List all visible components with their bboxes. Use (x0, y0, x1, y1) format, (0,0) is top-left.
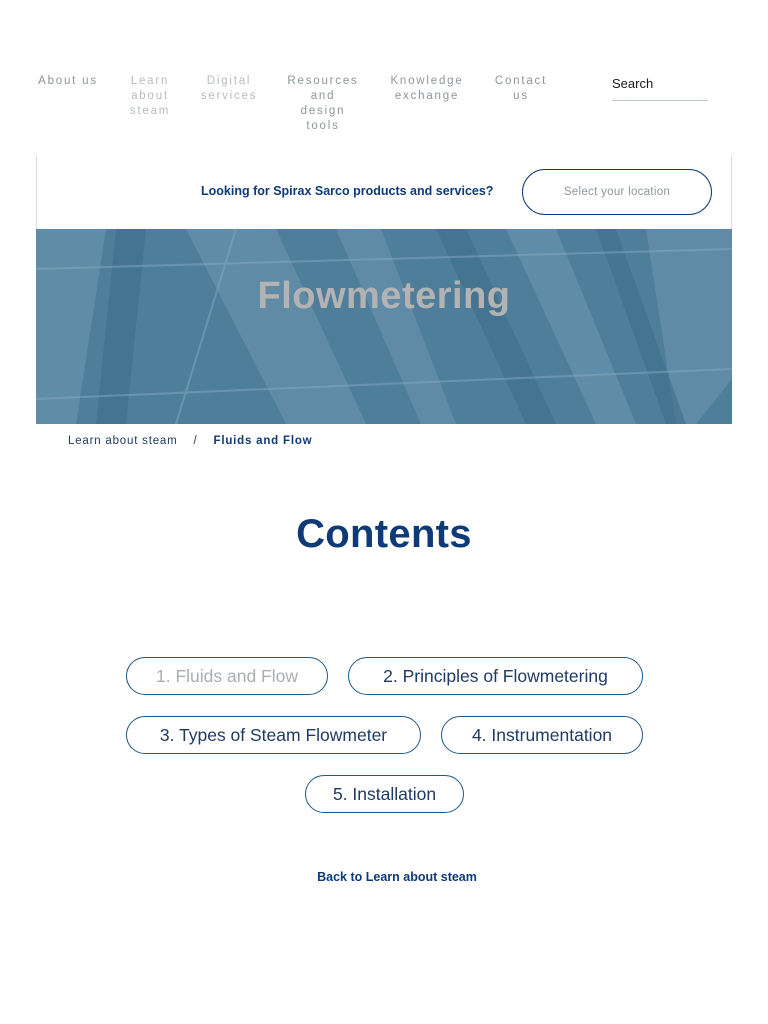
breadcrumb-separator: / (193, 435, 198, 447)
search-input[interactable] (612, 72, 708, 94)
hero-banner: Flowmetering (36, 229, 732, 424)
nav-item-contact-us[interactable]: Contact us (494, 75, 548, 102)
select-location-button[interactable]: Select your location (522, 169, 712, 215)
location-bar: Looking for Spirax Sarco products and se… (36, 155, 732, 229)
chapter-link-principles-of-flowmetering[interactable]: 2. Principles of Flowmetering (348, 657, 643, 695)
search-box (612, 72, 708, 101)
chapter-link-instrumentation[interactable]: 4. Instrumentation (441, 716, 643, 754)
nav-item-learn-about-steam[interactable]: Learn about steam (129, 75, 171, 117)
nav-item-resources[interactable]: Resources and design tools (287, 75, 359, 132)
nav-item-about-us[interactable]: About us (38, 75, 98, 87)
hero-background-image (36, 229, 732, 424)
chapter-link-types-of-steam-flowmeter[interactable]: 3. Types of Steam Flowmeter (126, 716, 421, 754)
page-title: Flowmetering (257, 275, 511, 317)
breadcrumb-current: Fluids and Flow (213, 435, 313, 447)
nav-item-digital-services[interactable]: Digital services (200, 75, 258, 102)
back-to-learn-about-steam-link[interactable]: Back to Learn about steam (317, 870, 477, 884)
location-prompt: Looking for Spirax Sarco products and se… (201, 184, 494, 198)
breadcrumb-parent-link[interactable]: Learn about steam (68, 435, 178, 447)
breadcrumb: Learn about steam / Fluids and Flow (68, 435, 312, 447)
chapter-link-installation[interactable]: 5. Installation (305, 775, 464, 813)
nav-item-knowledge-exchange[interactable]: Knowledge exchange (390, 75, 464, 102)
chapter-link-fluids-and-flow[interactable]: 1. Fluids and Flow (126, 657, 328, 695)
contents-heading: Contents (296, 512, 472, 556)
